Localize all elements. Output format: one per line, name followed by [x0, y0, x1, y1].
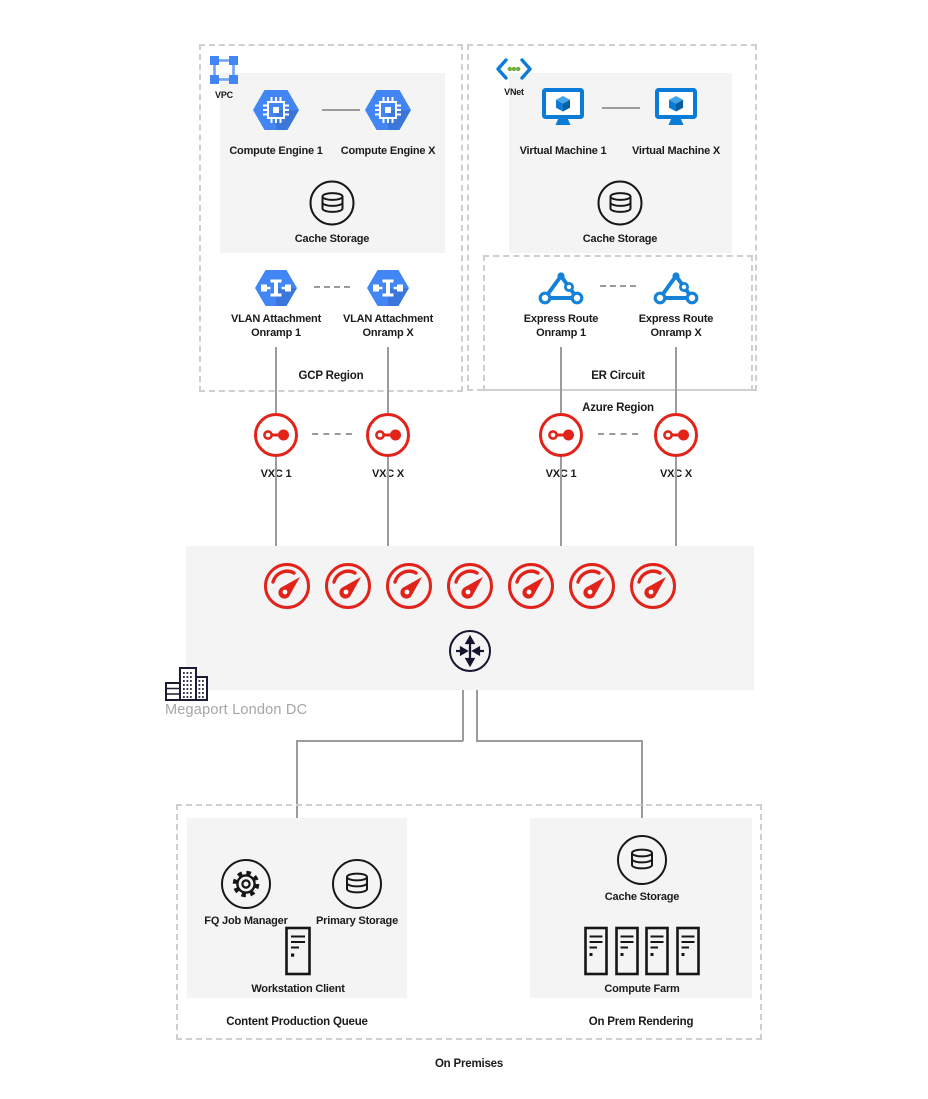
- azure-cache-storage-icon: [597, 180, 643, 226]
- gcp-cache-storage-label: Cache Storage: [294, 233, 370, 245]
- express-route-1-icon: [538, 269, 584, 305]
- workstation-client-label: Workstation Client: [251, 983, 345, 995]
- connector-er1-vxc1: [560, 347, 562, 414]
- compute-engine-1-icon: [252, 89, 300, 131]
- content-production-queue-label: Content Production Queue: [226, 1016, 368, 1028]
- connector-vlan-attachments: [314, 286, 350, 288]
- megaport-port-icon: [386, 563, 432, 609]
- on-prem-rendering-label: On Prem Rendering: [588, 1016, 694, 1028]
- connector-vxc-gcp: [312, 433, 352, 435]
- vxc-gcp-x-icon: [366, 413, 410, 457]
- connector-branch-right: [476, 740, 642, 742]
- compute-farm-server-icon: [584, 926, 608, 976]
- vpc-label: VPC: [215, 90, 233, 100]
- virtual-machine-x-label: Virtual Machine X: [631, 145, 721, 157]
- connector-erx-vxcx: [675, 347, 677, 414]
- megaport-port-icon: [264, 563, 310, 609]
- connector-virtual-machines: [602, 107, 640, 109]
- primary-storage-label: Primary Storage: [316, 915, 398, 927]
- connector-to-rendering: [641, 740, 643, 818]
- connector-vlan1-vxc1: [275, 347, 277, 414]
- vnet-label: VNet: [504, 87, 524, 97]
- datacenter-building-icon: [164, 666, 218, 708]
- azure-cache-storage-label: Cache Storage: [582, 233, 658, 245]
- megaport-port-icon: [508, 563, 554, 609]
- vxc-azure-1-icon: [539, 413, 583, 457]
- azure-region-label: Azure Region: [582, 402, 654, 414]
- gcp-region-label: GCP Region: [298, 370, 364, 382]
- vxc-azure-x-icon: [654, 413, 698, 457]
- connector-to-production-queue: [296, 740, 298, 818]
- connector-megaport-down-left: [462, 690, 464, 741]
- compute-engine-x-label: Compute Engine X: [340, 145, 436, 157]
- vlan-attachment-1-icon: [254, 269, 298, 307]
- primary-storage-icon: [332, 859, 382, 909]
- fq-job-manager-icon: [221, 859, 271, 909]
- connector-megaport-down-right: [476, 690, 478, 741]
- connector-vxc1-megaport: [275, 457, 277, 546]
- connector-express-routes: [600, 285, 636, 287]
- connector-vxc-azure: [598, 433, 638, 435]
- production-queue-panel: [187, 818, 407, 998]
- express-route-x-icon: [653, 269, 699, 305]
- virtual-machine-x-icon: [652, 87, 700, 129]
- megaport-port-icon: [447, 563, 493, 609]
- compute-farm-server-icon: [615, 926, 639, 976]
- vlan-attachment-x-icon: [366, 269, 410, 307]
- connector-vxcxb-megaport: [675, 457, 677, 546]
- megaport-port-icon: [325, 563, 371, 609]
- gcp-cache-storage-icon: [309, 180, 355, 226]
- compute-farm-server-icon: [645, 926, 669, 976]
- virtual-machine-1-icon: [539, 87, 587, 129]
- megaport-port-icon: [630, 563, 676, 609]
- connector-vxc1b-megaport: [560, 457, 562, 546]
- onprem-cache-storage-label: Cache Storage: [604, 891, 680, 903]
- compute-engine-1-label: Compute Engine 1: [229, 145, 323, 157]
- connector-compute-engines: [322, 109, 360, 111]
- virtual-machine-1-label: Virtual Machine 1: [519, 145, 607, 157]
- vnet-icon: [495, 57, 533, 86]
- connector-vlanx-vxcx: [387, 347, 389, 414]
- workstation-client-icon: [285, 926, 311, 976]
- connector-branch-left: [296, 740, 463, 742]
- router-icon: [449, 630, 491, 672]
- vpc-icon: [209, 55, 239, 90]
- gcp-region-box: [199, 44, 463, 392]
- connector-vxcx-megaport: [387, 457, 389, 546]
- er-circuit-label: ER Circuit: [591, 370, 645, 382]
- compute-engine-x-icon: [364, 89, 412, 131]
- megaport-dc-label: Megaport London DC: [165, 702, 308, 718]
- compute-farm-server-icon: [676, 926, 700, 976]
- fq-job-manager-label: FQ Job Manager: [204, 915, 288, 927]
- compute-farm-label: Compute Farm: [604, 983, 680, 995]
- er-circuit-box: [483, 255, 753, 391]
- onprem-cache-storage-icon: [617, 835, 667, 885]
- vxc-gcp-1-icon: [254, 413, 298, 457]
- megaport-port-icon: [569, 563, 615, 609]
- on-premises-box: [176, 804, 762, 1040]
- on-premises-label: On Premises: [434, 1058, 504, 1070]
